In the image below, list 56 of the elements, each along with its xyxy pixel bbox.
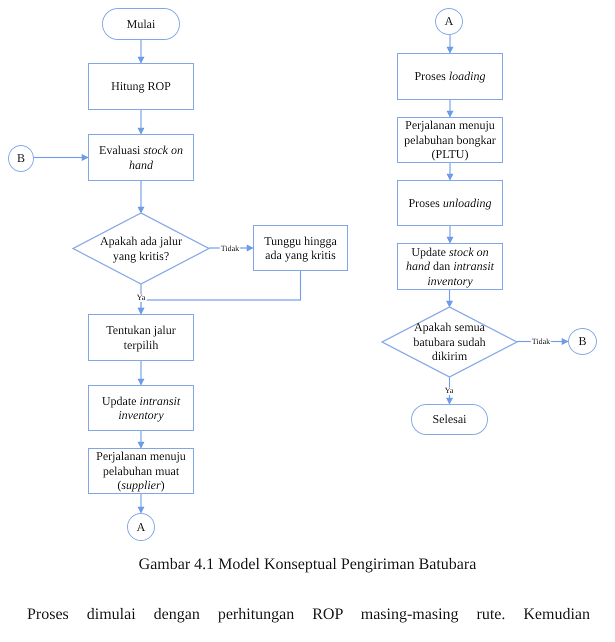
- arrow: [446, 377, 453, 405]
- arrow: [138, 181, 144, 214]
- edge-label: Ya: [444, 387, 454, 395]
- arrow: [446, 35, 454, 54]
- body-text-paragraph: Proses dimulai dengan perhitungan ROP masing-masing rute. Kemudian: [27, 606, 590, 624]
- arrow: [34, 154, 89, 161]
- process-box: [397, 243, 503, 290]
- process-box: [88, 63, 194, 110]
- node-text: Perjalanan menuju pelabuhan muat (supplier): [95, 449, 187, 493]
- process-box: [397, 53, 503, 100]
- node-text: A: [444, 14, 454, 29]
- node-text: Selesai: [432, 412, 466, 427]
- process-box: [88, 314, 194, 361]
- connector-circle: [435, 8, 463, 35]
- arrow: [138, 110, 144, 135]
- figure-caption: Gambar 4.1 Model Konseptual Pengiriman Batubara: [138, 556, 478, 574]
- node-text: Update intransit inventory: [100, 394, 182, 422]
- node-text: B: [578, 334, 586, 349]
- arrow: [138, 271, 302, 315]
- connector-circle: [8, 145, 34, 172]
- process-box: [397, 117, 503, 163]
- decision-diamond: [73, 213, 209, 284]
- connector-circle: [127, 513, 155, 541]
- arrow: [138, 361, 144, 386]
- edge-label: Ya: [136, 294, 146, 302]
- edge-label: Tidak: [530, 338, 552, 346]
- node-text: Proses unloading: [408, 196, 492, 210]
- node-text: Tentukan jalur terpilih: [105, 323, 177, 352]
- arrow: [138, 494, 144, 514]
- node-text: Mulai: [126, 16, 156, 32]
- process-box: [253, 225, 348, 271]
- terminal-shape: [411, 404, 488, 435]
- node-text: Proses loading: [414, 69, 486, 84]
- process-box: [88, 385, 194, 431]
- arrow: [446, 290, 453, 308]
- arrow: [138, 431, 144, 449]
- process-box: [397, 180, 503, 226]
- connector-circle: [568, 328, 597, 355]
- arrow: [446, 100, 454, 118]
- node-text: Tunggu hingga ada yang kritis: [263, 234, 338, 262]
- node-text: Evaluasi stock on hand: [98, 143, 184, 172]
- arrow: [138, 40, 144, 64]
- process-box: [88, 448, 194, 494]
- node-text: B: [16, 151, 25, 166]
- process-box: [88, 134, 194, 181]
- node-text: Apakah ada jalur yang kritis?: [99, 234, 183, 263]
- node-text: Perjalanan menuju pelabuhan bongkar (PLTU): [403, 118, 497, 162]
- decision-diamond: [382, 307, 517, 377]
- arrow: [446, 163, 454, 181]
- edge-label: Tidak: [220, 245, 240, 253]
- node-text: Hitung ROP: [111, 79, 171, 94]
- terminal-shape: [102, 8, 180, 40]
- node-text: Update stock on hand dan intransit inventory: [404, 244, 496, 288]
- node-text: A: [136, 520, 146, 534]
- arrow: [446, 226, 454, 244]
- node-text: Apakah semua batubara sudah dikirim: [412, 320, 487, 364]
